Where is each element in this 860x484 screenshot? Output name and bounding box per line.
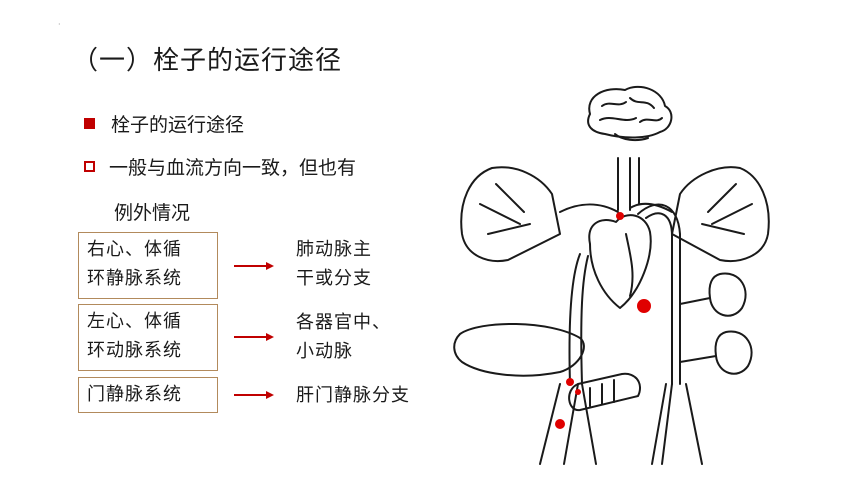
lung-icon (460, 166, 561, 262)
bullet-point: 一般与血流方向一致，但也有 (84, 153, 356, 180)
bullet-heading: 栓子的运行途径 (84, 110, 244, 137)
route-source-line: 环动脉系统 (87, 340, 182, 361)
lung-icon (671, 166, 770, 262)
heart-icon (588, 214, 652, 309)
circulatory-system-diagram-icon (453, 85, 770, 465)
route-target-line: 肝门静脉分支 (296, 385, 410, 406)
kidney-icon (679, 272, 753, 375)
liver-icon (453, 323, 585, 377)
right-arrow-icon (234, 262, 274, 270)
route-target-line: 各器官中、 (296, 312, 391, 333)
route-target: 各器官中、 小动脉 (296, 308, 391, 366)
route-source-box: 左心、体循 环动脉系统 (78, 304, 218, 371)
route-target: 肺动脉主 干或分支 (296, 235, 372, 293)
route-target-line: 干或分支 (296, 268, 372, 289)
bullet-heading-text: 栓子的运行途径 (111, 114, 245, 136)
bullet-point-continuation: 例外情况 (114, 202, 191, 224)
route-source-line: 门静脉系统 (87, 384, 182, 405)
route-target: 肝门静脉分支 (296, 381, 410, 410)
route-source-line: 右心、体循 (87, 239, 182, 260)
route-source-line: 左心、体循 (87, 311, 182, 332)
intestine-icon (568, 372, 641, 412)
right-arrow-icon (234, 391, 274, 399)
route-source-box: 门静脉系统 (78, 377, 218, 413)
embolus-dot (566, 378, 574, 386)
route-target-line: 肺动脉主 (296, 239, 372, 260)
embolus-dot (575, 389, 581, 395)
embolus-markers (555, 212, 651, 429)
route-source-box: 右心、体循 环静脉系统 (78, 232, 218, 299)
corner-mark: · (58, 20, 61, 29)
embolus-dot (616, 212, 624, 220)
route-target-line: 小动脉 (296, 341, 353, 362)
brain-icon (587, 85, 673, 142)
route-source-line: 环静脉系统 (87, 268, 182, 289)
right-arrow-icon (234, 333, 274, 341)
filled-square-bullet-icon (84, 118, 95, 129)
hollow-square-bullet-icon (84, 161, 95, 172)
page-title: （一）栓子的运行途径 (72, 46, 343, 76)
embolus-dot (555, 419, 565, 429)
bullet-point-text: 一般与血流方向一致，但也有 (109, 157, 357, 179)
embolus-dot (637, 299, 651, 313)
